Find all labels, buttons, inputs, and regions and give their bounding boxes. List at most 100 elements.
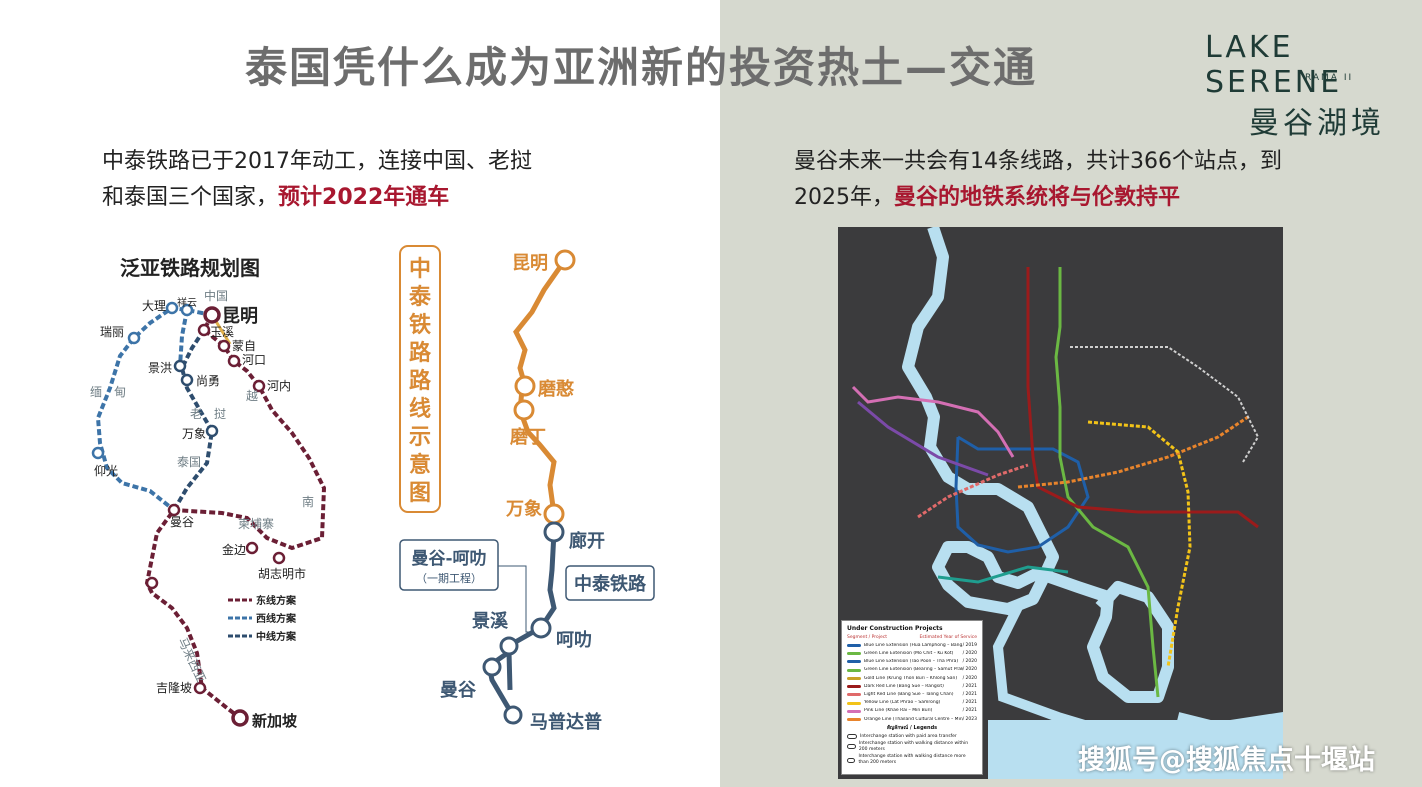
route-label-mohan: 磨憨 [538,378,575,400]
phase-callout-leader [498,565,534,633]
label-vientiane: 万象 [182,427,206,441]
station-kunming-marker [203,306,221,324]
station-jinghong-marker [173,359,187,373]
route-station-labels: 昆明 磨憨 磨丁 万象 廊开 呵叻 景溪 曼谷 马普达普 [440,253,605,733]
metro-legend-row: Blue Line Extension (Hua Lamphong – Bang… [847,643,977,649]
right-plain-text: 2025年， [794,185,894,210]
station-hcmc-marker [272,551,286,565]
bangkok-metro-svg [851,227,1283,779]
metro-legend-swatch [847,685,861,689]
metro-legend-row: Pink Line (Khae Rai – Min Buri)/ 2021 [847,708,977,714]
right-paragraph: 曼谷未来一共会有14条线路，共计366个站点，到 2025年，曼谷的地铁系统将与… [794,144,1282,216]
station-shangyong-marker [180,373,194,387]
green-line [1054,267,1160,698]
route-label-boten: 磨丁 [510,426,546,448]
metro-legend-line-name: Pink Line (Khae Rai – Min Buri) [864,708,933,714]
right-paragraph-line1: 曼谷未来一共会有14条线路，共计366个站点，到 [794,149,1282,174]
left-paragraph-line1: 中泰铁路已于2017年动工，连接中国、老挝 [102,149,532,174]
metro-legend-line-year: / 2020 [962,659,977,665]
station-ruili-marker [127,331,141,345]
metro-legend-line-name: Gold Line (Krung Thon Buri – Khlong San) [864,675,958,681]
left-paragraph: 中泰铁路已于2017年动工，连接中国、老挝 和泰国三个国家，预计2022年通车 [102,144,532,216]
country-label-laos: 老 挝 [190,407,226,421]
route-label-maptaphut: 马普达普 [530,711,602,733]
station-yuxi-marker [197,323,211,337]
vertical-title-char: 路 [409,368,432,394]
label-kl: 吉隆坡 [156,680,192,695]
interchange-icon [847,757,856,763]
route-station-maptaphut-marker [503,705,523,725]
vertical-title-char: 路 [409,340,432,366]
station-hanoi-marker [252,379,266,393]
metro-legend-swatch [847,709,861,713]
metro-legend-row: Gold Line (Krung Thon Buri – Khlong San)… [847,676,977,682]
metro-legend-row: Dark Red Line (Bang Sue – Rangsit) / 2021 [847,684,977,690]
label-ruili: 瑞丽 [100,325,124,339]
teal-line [937,565,1069,584]
metro-legend-box: Under Construction Projects Segment / Pr… [841,620,983,775]
metro-legend-line-name: Yellow Line (Lat Phrao – Samrong) [864,700,941,706]
metro-legend-item-text: Interchange station with walking distanc… [858,754,966,766]
logo-brand-text: LAKE SERENE [1205,30,1343,100]
china-thai-route-diagram: 中 泰 铁 路 路 线 示 意 图 昆明 磨憨 磨丁 万象 廊开 呵叻 景溪 曼… [399,245,655,733]
dali-jinghong-branch [178,309,189,367]
route-label-bangkok: 曼谷 [440,680,477,701]
chao-phraya-river [902,227,1174,703]
station-mengzi-marker [217,339,231,353]
metro-legend-line-year: / 2019 [962,642,977,648]
label-mengzi: 蒙自 [232,339,256,353]
station-markers [91,301,286,727]
metro-legend-line-name: Dark Red Line (Bang Sue – Rangsit) [864,683,944,689]
metro-legend-row: Orange Line (Thailand Cultural Centre – … [847,717,977,723]
station-hekou-marker [227,354,241,368]
metro-legend-line-year: / 2020 [962,667,977,673]
metro-legend-line-year: / 2021 [962,700,977,706]
vertical-title: 中 泰 铁 路 路 线 示 意 图 [408,257,432,506]
metro-legend-line-year: / 2020 [962,650,977,656]
sea-area [988,720,1283,779]
rail-callout-box [565,565,655,601]
right-paragraph-line2: 2025年，曼谷的地铁系统将与伦敦持平 [794,180,1282,216]
label-phnompenh: 金边 [222,542,246,557]
orange-line [1017,415,1249,489]
east-line-route [144,314,327,720]
metro-legend-swatch [847,701,861,705]
station-dali-marker [165,301,179,315]
route-label-vientiane: 万象 [505,498,542,520]
label-hekou: 河口 [242,353,266,367]
label-dali: 大理 [142,299,166,313]
vertical-title-char: 示 [409,425,431,450]
metro-legend-line-name: Blue Line Extension (Hua Lamphong – Bang… [864,642,963,648]
metro-legends-title: สัญลักษณ์ / Legends [886,725,938,732]
label-yangon: 仰光 [94,463,118,478]
station-kl-marker [193,681,207,695]
left-panel [0,0,720,787]
station-xiangyun-marker [180,303,194,317]
station-border-marker [145,576,159,590]
vertical-title-char: 线 [409,396,431,422]
blue-line [954,435,1090,554]
dark-red-line [1026,267,1259,529]
metro-legend-line-name: Orange Line (Thailand Cultural Centre – … [864,716,963,722]
left-highlight-text: 预计2022年通车 [278,185,450,210]
metro-legend-line-year: / 2021 [962,683,977,689]
route-station-markers [482,249,576,725]
grey-planned-line [1070,346,1260,463]
metro-legend-item-text: Interchange station with paid area trans… [860,733,957,739]
label-hcmc: 胡志明市 [258,566,306,581]
metro-legend-header-right: Estimated Year of Service [919,634,977,640]
label-xiangyun: 祥云 [177,296,197,309]
metro-legend-line-name: Green Line Extension (Bearing – Samut Pr… [864,667,963,673]
route-station-vientiane-marker [543,503,565,525]
logo-chinese-text: 曼谷湖境 [1249,106,1385,141]
yellow-line [1087,420,1192,668]
country-label-myanmar: 缅 甸 [90,385,126,399]
route-label-nongkhai: 廊开 [569,530,605,552]
route-station-bangkok-marker [482,657,502,677]
pink-line [851,385,1015,458]
pan-asia-map-title: 泛亚铁路规划图 [120,256,260,280]
blue-route-line [486,531,557,718]
label-yuxi: 玉溪 [210,325,234,339]
right-highlight-text: 曼谷的地铁系统将与伦敦持平 [894,185,1181,210]
vertical-title-char: 图 [409,481,431,506]
